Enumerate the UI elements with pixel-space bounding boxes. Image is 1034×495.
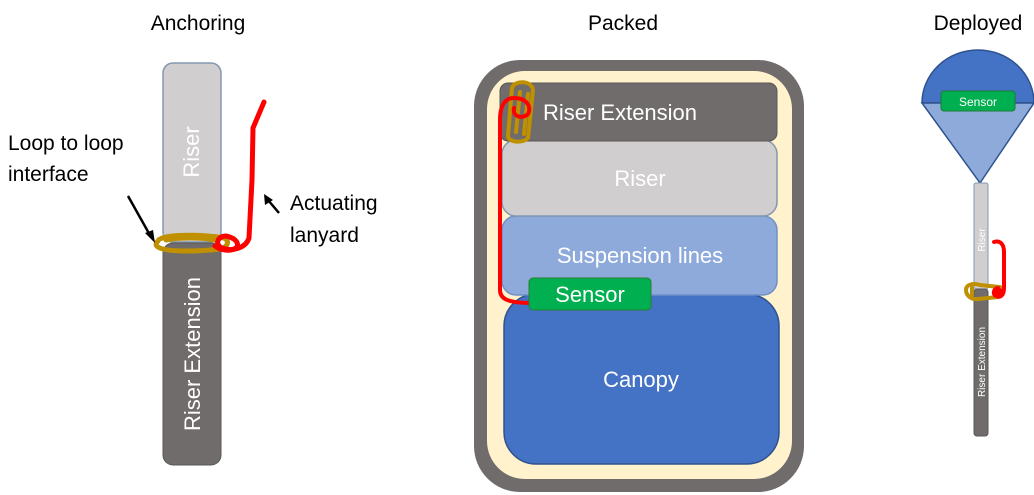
lanyard-arrow — [267, 199, 280, 214]
deployed-sensor-label: Sensor — [959, 95, 997, 109]
heading-packed: Packed — [588, 12, 658, 35]
packed-suspension-lines-label: Suspension lines — [557, 243, 723, 268]
deployed-lanyard — [991, 239, 1006, 299]
anchoring-riser-extension-label: Riser Extension — [180, 277, 205, 431]
deployed-riser-label: Riser — [977, 228, 988, 252]
packed-sensor-label: Sensor — [555, 282, 625, 307]
deployed-riser-extension — [973, 288, 989, 437]
packed-riser-extension-label: Riser Extension — [543, 100, 697, 125]
loop-arrowhead — [145, 230, 155, 243]
loop-arrow — [126, 195, 153, 238]
loop-label-line2: interface — [8, 163, 89, 186]
packed-riser-label: Riser — [614, 166, 665, 191]
lanyard-label-line2: lanyard — [290, 224, 359, 247]
packed-lanyard — [498, 96, 535, 305]
lanyard-arrowhead — [264, 194, 273, 205]
packed-sensor — [528, 277, 652, 311]
anchoring-lanyard — [212, 99, 267, 253]
heading-deployed: Deployed — [934, 12, 1023, 35]
deployed-canopy — [921, 49, 1034, 104]
deployed-riser-extension-label: Riser Extension — [977, 327, 988, 397]
loop-label-line1: Loop to loop — [8, 132, 124, 155]
deployed-sensor — [940, 90, 1016, 112]
anchoring-riser-label: Riser — [179, 126, 204, 177]
deployed-suspension-lines — [920, 102, 1034, 185]
anchoring-riser-extension — [162, 242, 222, 466]
lanyard-label-line1: Actuating — [290, 192, 378, 215]
packed-canopy-label: Canopy — [603, 367, 679, 392]
heading-anchoring: Anchoring — [151, 12, 246, 35]
deployed-lanyard-end — [995, 288, 1003, 296]
anchoring-riser — [162, 62, 222, 243]
